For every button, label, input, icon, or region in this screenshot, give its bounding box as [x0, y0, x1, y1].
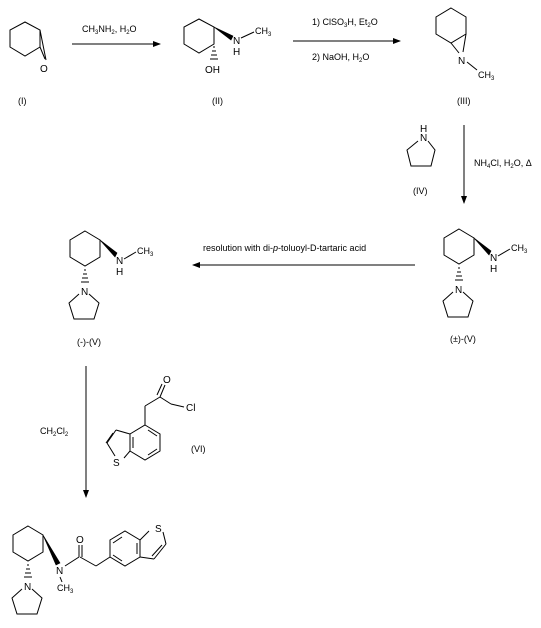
- compound-V-racemic: N H CH3 N (±)-(V): [442, 228, 528, 344]
- compound-IV: H N (IV): [406, 124, 436, 196]
- methyl-group: CH3: [478, 70, 495, 82]
- chlorine-atom: Cl: [186, 403, 195, 414]
- compound-II: OH N H CH3 (II): [183, 18, 272, 106]
- amine-nitrogen: N: [490, 253, 497, 264]
- methyl-group: CH3: [137, 246, 154, 258]
- sulfur-atom: S: [155, 524, 162, 535]
- compound-label-III: (III): [457, 96, 471, 106]
- amide-nitrogen: N: [56, 566, 63, 577]
- compound-label-II: (II): [212, 96, 223, 106]
- reagent-step5: CH2Cl2: [40, 426, 69, 438]
- compound-label-VI: (VI): [191, 444, 206, 454]
- reagent-step2-a: 1) ClSO3H, Et2O: [312, 17, 378, 29]
- compound-label-V-minus: (-)-(V): [77, 337, 101, 347]
- amine-nitrogen: N: [233, 36, 240, 47]
- methyl-group: CH3: [255, 26, 272, 38]
- pyrrolidine-nitrogen: N: [24, 582, 31, 593]
- pyrrolidine-nitrogen: N: [420, 133, 427, 144]
- reagent-step4: resolution with di-p-toluoyl-D-tartaric …: [203, 243, 366, 253]
- hydroxyl-group: OH: [205, 65, 220, 76]
- methyl-group: CH3: [511, 243, 528, 255]
- compound-label-V-racemic: (±)-(V): [450, 334, 476, 344]
- pyrrolidine-nitrogen: N: [455, 285, 462, 296]
- reagent-step3: NH4Cl, H2O, Δ: [474, 158, 532, 170]
- amine-hydrogen: H: [490, 264, 497, 275]
- methyl-group: CH3: [57, 583, 74, 595]
- compound-label-IV: (IV): [413, 186, 428, 196]
- compound-I: O (I): [9, 21, 48, 106]
- oxygen-atom: O: [40, 64, 48, 75]
- compound-VI: S O Cl (VI): [105, 375, 206, 469]
- compound-III: N CH3 (III): [435, 7, 495, 106]
- carbonyl-oxygen: O: [163, 375, 171, 386]
- compound-V-minus: N H CH3 N (-)-(V): [68, 230, 154, 347]
- product: N N CH3 O S: [11, 524, 167, 615]
- compound-label-I: (I): [18, 96, 27, 106]
- amide-oxygen: O: [76, 535, 84, 546]
- pyrrolidine-hydrogen: H: [420, 124, 427, 135]
- sulfur-atom: S: [113, 458, 120, 469]
- reagent-step1: CH3NH2, H2O: [82, 24, 137, 36]
- amine-hydrogen: H: [233, 47, 240, 58]
- pyrrolidine-nitrogen: N: [81, 287, 88, 298]
- reagent-step2-b: 2) NaOH, H2O: [312, 52, 369, 64]
- aziridine-nitrogen: N: [458, 56, 465, 67]
- amine-nitrogen: N: [116, 256, 123, 267]
- amine-hydrogen: H: [116, 267, 123, 278]
